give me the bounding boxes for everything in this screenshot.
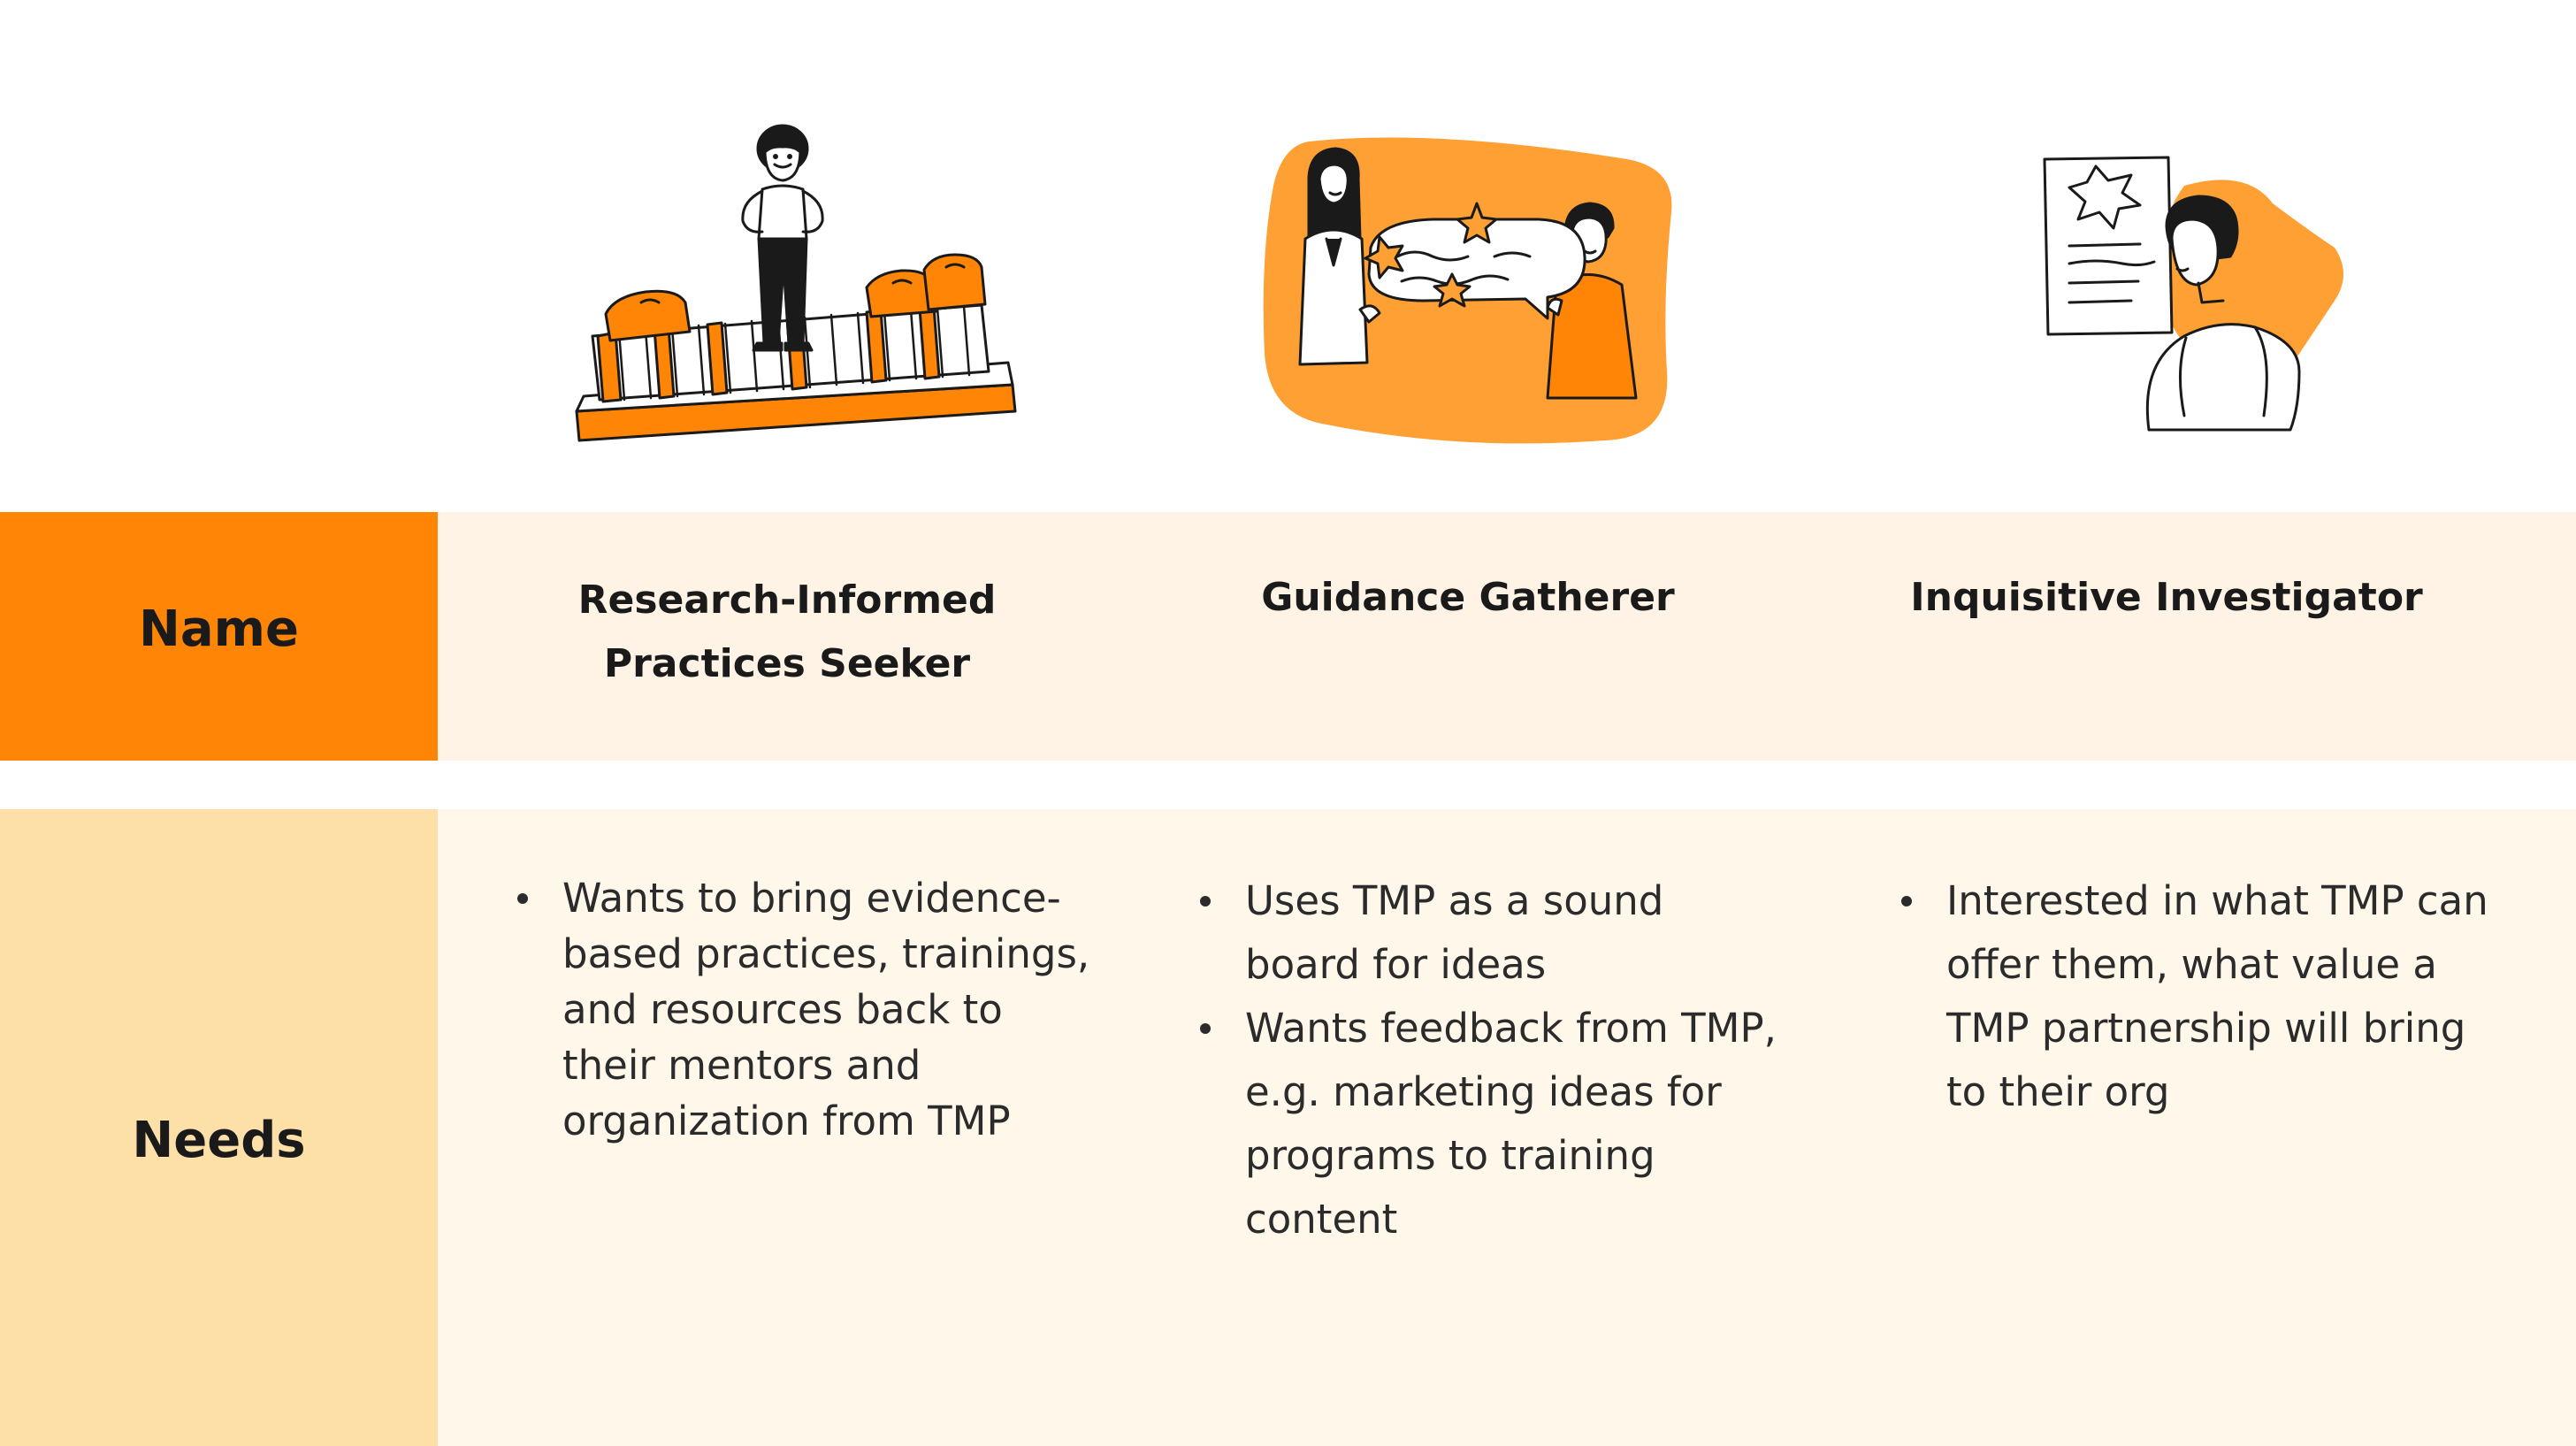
need-item: Uses TMP as a sound board for ideas (1200, 869, 1837, 997)
person-reading-poster-illustration (2034, 150, 2352, 442)
name-row (438, 512, 2576, 761)
two-people-holding-speech-bubble-illustration (1256, 133, 1680, 451)
need-item: Wants feedback from TMP, e.g. marketing … (1200, 997, 1837, 1251)
person-standing-on-file-cabinet-illustration (566, 115, 1017, 442)
needs-list-inquisitive-investigator: Interested in what TMP can offer them, w… (1901, 869, 2556, 1124)
needs-row-label-cell (0, 809, 438, 1446)
name-row-label: Name (139, 601, 299, 658)
persona-name-guidance-gatherer: Guidance Gatherer (1261, 575, 1675, 620)
name-row-label-cell (0, 512, 438, 761)
need-item: Wants to bring evidence- based practices… (517, 870, 1154, 1149)
need-item: Interested in what TMP can offer them, w… (1901, 869, 2556, 1124)
persona-name-inquisitive-investigator: Inquisitive Investigator (1910, 575, 2423, 620)
persona-name-research-informed-practices-seeker: Research-Informed Practices Seeker (577, 578, 997, 686)
needs-row (438, 809, 2576, 1446)
needs-list-research-informed-practices-seeker: Wants to bring evidence- based practices… (517, 870, 1154, 1149)
needs-row-label: Needs (132, 1112, 306, 1169)
